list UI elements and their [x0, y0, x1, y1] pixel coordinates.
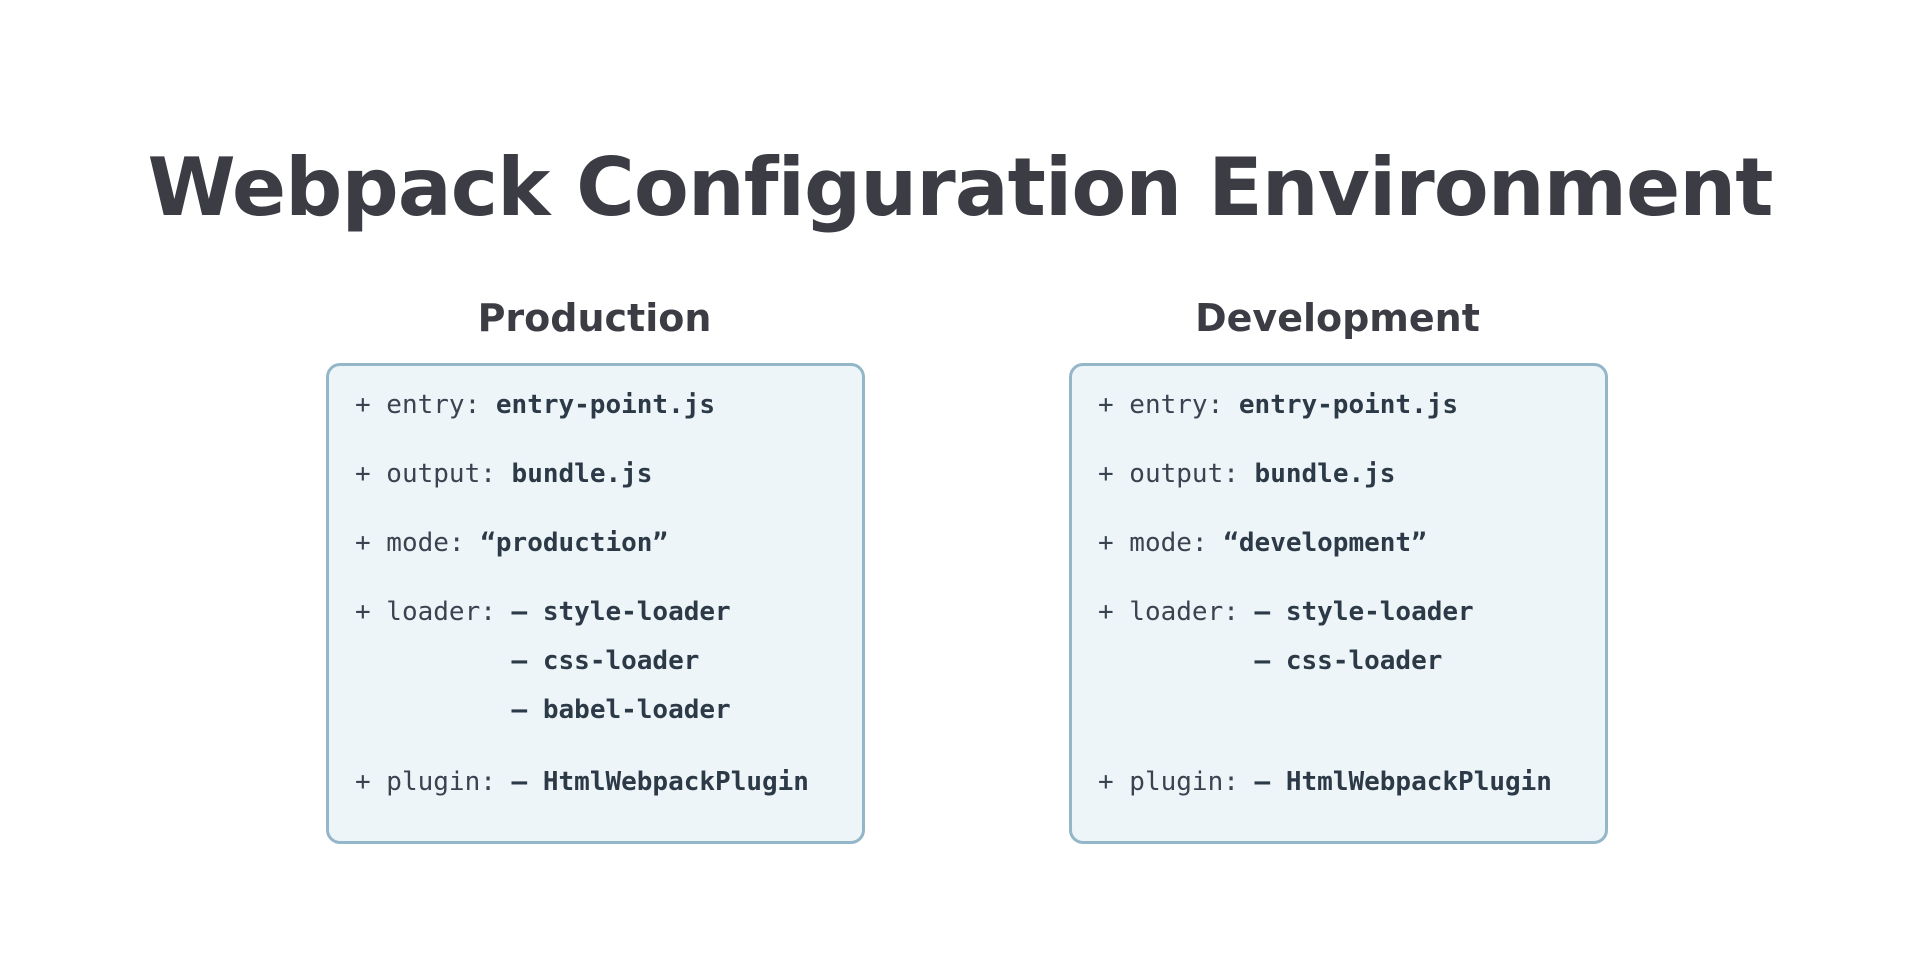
output-row: + output: bundle.js — [1098, 457, 1395, 491]
development-column: Development + entry: entry-point.js + ou… — [1069, 290, 1608, 844]
plugin-key: + plugin: — [1098, 767, 1255, 797]
entry-row: + entry: entry-point.js — [1098, 388, 1458, 422]
mode-value: “development” — [1223, 528, 1427, 558]
plugin-value: – HtmlWebpackPlugin — [1254, 767, 1552, 797]
entry-value: entry-point.js — [1238, 390, 1459, 420]
loader-key: + loader: — [1098, 597, 1255, 627]
loader-row: + loader: – style-loader – css-loader – ba… — [355, 595, 731, 742]
page-title: Webpack Configuration Environment — [147, 141, 1774, 234]
mode-key: + mode: — [355, 528, 481, 558]
column-heading: Production — [477, 296, 712, 340]
development-config-box: + entry: entry-point.js + output: bundle… — [1069, 363, 1608, 844]
output-key: + output: — [1098, 459, 1255, 489]
entry-row: + entry: entry-point.js — [355, 388, 715, 422]
loader-item: – css-loader — [511, 646, 700, 676]
loader-key: + loader: — [355, 597, 512, 627]
loader-item: – style-loader — [1254, 597, 1474, 627]
loader-list: – style-loader – css-loader — [1255, 595, 1474, 693]
mode-key: + mode: — [1098, 528, 1224, 558]
mode-row: + mode: “production” — [355, 526, 668, 560]
loader-row: + loader: – style-loader – css-loader — [1098, 595, 1474, 693]
mode-value: “production” — [480, 528, 669, 558]
plugin-row: + plugin: – HtmlWebpackPlugin — [1098, 765, 1552, 799]
entry-value: entry-point.js — [495, 390, 716, 420]
output-value: bundle.js — [1254, 459, 1396, 489]
loader-list: – style-loader – css-loader – babel-loader — [512, 595, 731, 742]
production-config-box: + entry: entry-point.js + output: bundle… — [326, 363, 865, 844]
production-column: Production + entry: entry-point.js + out… — [326, 290, 865, 844]
entry-key: + entry: — [355, 390, 496, 420]
plugin-value: – HtmlWebpackPlugin — [511, 767, 809, 797]
output-row: + output: bundle.js — [355, 457, 652, 491]
entry-key: + entry: — [1098, 390, 1239, 420]
mode-row: + mode: “development” — [1098, 526, 1427, 560]
output-value: bundle.js — [511, 459, 653, 489]
loader-item: – style-loader — [511, 597, 731, 627]
column-heading: Development — [1195, 296, 1480, 340]
plugin-key: + plugin: — [355, 767, 512, 797]
output-key: + output: — [355, 459, 512, 489]
plugin-row: + plugin: – HtmlWebpackPlugin — [355, 765, 809, 799]
loader-item: – css-loader — [1254, 646, 1443, 676]
loader-item: – babel-loader — [511, 695, 731, 725]
